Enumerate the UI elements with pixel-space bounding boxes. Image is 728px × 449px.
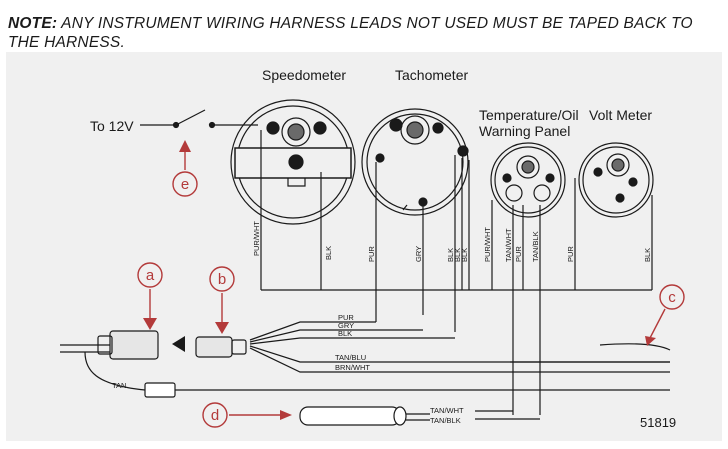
harness-label-brnwht: BRN/WHT <box>335 363 370 372</box>
wire-label-tach-pur: PUR <box>367 246 376 262</box>
speedometer-gauge <box>230 99 356 225</box>
wire-label-speedo-purwht: PUR/WHT <box>252 221 261 256</box>
wire-label-speedo-blk: BLK <box>324 246 333 260</box>
sender-plug <box>299 406 407 426</box>
wire-label-temp-pur: PUR <box>514 246 523 262</box>
label-tachometer: Tachometer <box>395 67 468 83</box>
note-label: NOTE: <box>8 15 58 32</box>
note-body: ANY INSTRUMENT WIRING HARNESS LEADS NOT … <box>8 15 693 51</box>
wire-label-volt-pur: PUR <box>566 246 575 262</box>
harness-label-tanblu: TAN/BLU <box>335 353 366 362</box>
temperature-oil-warning-panel <box>490 142 566 218</box>
label-temp-panel-2: Warning Panel <box>479 123 570 139</box>
volt-meter-gauge <box>578 142 654 218</box>
sender-label-tanblk: TAN/BLK <box>430 416 461 425</box>
label-temp-panel-1: Temperature/Oil <box>479 107 579 123</box>
callout-d: d <box>211 407 219 424</box>
wire-label-tach-blk-2: BLK <box>453 248 462 262</box>
callout-letters: a b c d e <box>146 176 676 424</box>
tachometer-gauge <box>361 108 469 216</box>
wire-label-temp-tanwht: TAN/WHT <box>504 228 513 262</box>
wire-label-tach-blk-1: BLK <box>446 248 455 262</box>
ignition-switch <box>140 109 258 129</box>
wire-label-tach-gry: GRY <box>414 246 423 262</box>
callout-e: e <box>181 176 189 193</box>
figure-number: 51819 <box>640 415 676 430</box>
callout-b: b <box>218 271 226 288</box>
connector-b <box>195 336 247 358</box>
callout-c: c <box>668 289 676 306</box>
wire-label-temp-tanblk: TAN/BLK <box>531 231 540 262</box>
label-voltmeter: Volt Meter <box>589 107 652 123</box>
harness-label-tan: TAN <box>112 381 126 390</box>
callout-arrowheads <box>143 140 656 420</box>
harness-label-blk: BLK <box>338 329 352 338</box>
label-speedometer: Speedometer <box>262 67 346 83</box>
direction-arrow <box>172 336 185 352</box>
harness-wire-labels: PUR GRY BLK TAN/BLU BRN/WHT TAN TAN/WHT … <box>112 313 464 425</box>
sender-label-tanwht: TAN/WHT <box>430 406 464 415</box>
inline-fuse <box>144 382 176 398</box>
callout-a: a <box>146 267 155 284</box>
note-text: NOTE: ANY INSTRUMENT WIRING HARNESS LEAD… <box>8 14 722 52</box>
connector-a <box>97 330 159 360</box>
harness-label-pur: PUR <box>338 313 354 322</box>
diagram-panel <box>6 52 722 441</box>
harness-label-gry: GRY <box>338 321 354 330</box>
vertical-wire-labels: PUR/WHT BLK PUR GRY BLK BLK BLK PUR/WHT … <box>252 221 652 262</box>
callout-markers <box>137 150 685 428</box>
wire-label-tach-blk-3: BLK <box>460 248 469 262</box>
gauge-leads <box>260 130 653 415</box>
wire-label-temp-purwht: PUR/WHT <box>483 227 492 262</box>
label-to-12v: To 12V <box>90 118 134 134</box>
wire-label-volt-blk: BLK <box>643 248 652 262</box>
